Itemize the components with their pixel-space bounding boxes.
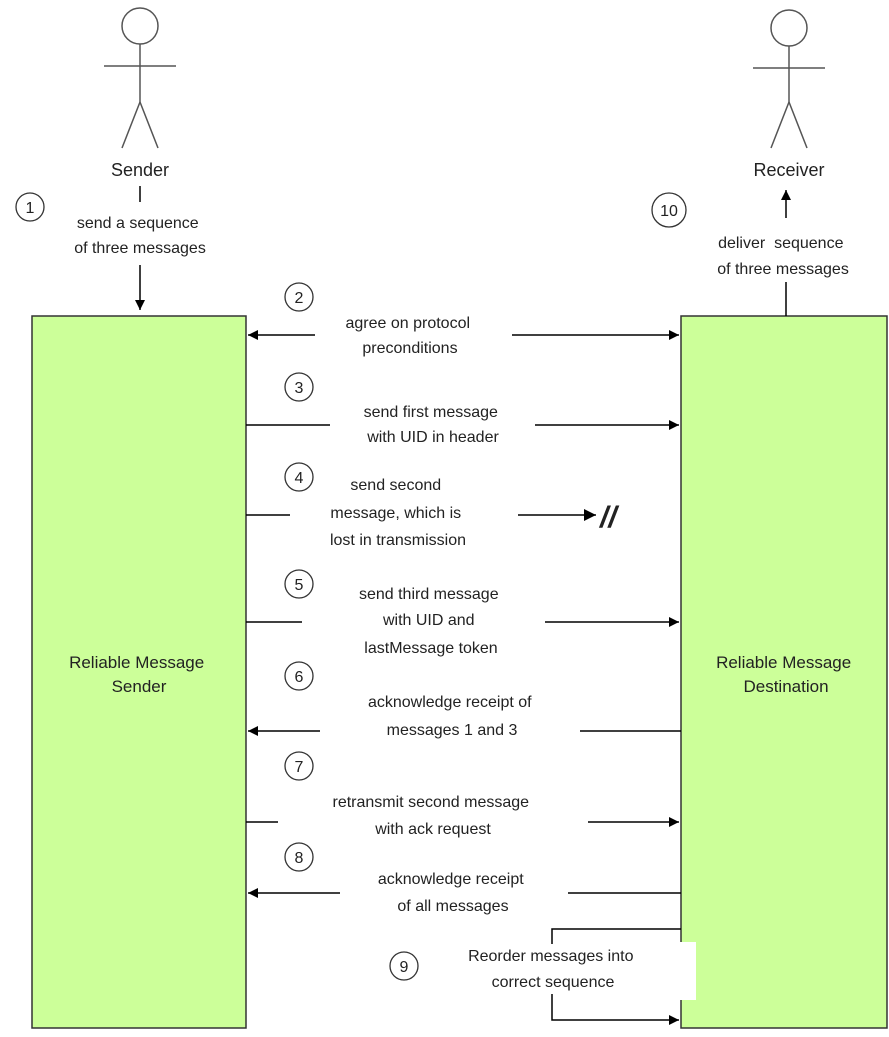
step-4-label: send second message, which is lost in tr… [330,477,466,549]
step-3-number: 3 [295,380,304,397]
destination-box-label: Reliable Message Destination [716,653,856,696]
step-4-number: 4 [295,470,304,487]
step-8-label: acknowledge receipt of all messages [378,871,528,915]
step-9-label-backdrop [666,942,696,1000]
step-3: 3 send first message with UID in header [246,372,679,446]
step-10-label: deliver sequence of three messages [717,235,849,278]
step-1-label: send a sequence of three messages [74,215,206,257]
step-5-number: 5 [295,577,304,594]
lost-message-marker: // [598,501,619,534]
sender-box-label: Reliable Message Sender [69,653,209,696]
reliable-message-sender-box: Reliable Message Sender [31,315,247,1029]
step-10-number-badge [651,192,687,228]
step-9-label: Reorder messages into correct sequence [468,948,638,991]
step-7-number-badge [284,751,314,781]
step-5-number-badge [284,569,314,599]
step-9-number: 9 [400,959,409,976]
step-1-number: 1 [26,200,35,217]
step-2: 2 agree on protocol preconditions [248,282,679,357]
step-1-number-badge [15,192,45,222]
receiver-actor-label: Receiver [753,160,824,180]
step-8: 8 acknowledge receipt of all messages [248,842,681,915]
step-9-number-badge [389,951,419,981]
step-7-number: 7 [295,759,304,776]
step-6-number-badge [284,661,314,691]
step-5-label: send third message with UID and lastMess… [359,586,503,657]
step-2-number-badge [284,282,314,312]
receiver-actor: Receiver [753,9,825,180]
reliable-message-destination-box: Reliable Message Destination [680,315,888,1029]
step-9: 9 Reorder messages into correct sequence [389,928,696,1025]
step-4-number-badge [284,462,314,492]
step-6: 6 acknowledge receipt of messages 1 and … [248,661,681,739]
step-1: 1 send a sequence of three messages [15,186,206,310]
step-8-number-badge [284,842,314,872]
step-7: 7 retransmit second message with ack req… [246,751,679,838]
step-2-number: 2 [295,290,304,307]
receiver-stick-figure-icon [753,9,825,149]
sender-actor: Sender [104,7,176,180]
step-7-label: retransmit second message with ack reque… [333,794,534,838]
step-10: 10 deliver sequence of three messages [651,190,849,316]
step-3-label: send first message with UID in header [364,404,503,446]
sender-actor-label: Sender [111,160,169,180]
sender-stick-figure-icon [104,7,176,149]
step-6-label: acknowledge receipt of messages 1 and 3 [368,694,536,739]
step-5: 5 send third message with UID and lastMe… [246,569,679,657]
step-6-number: 6 [295,669,304,686]
step-4: // 4 send second message, which is lost … [246,462,619,549]
step-8-number: 8 [295,850,304,867]
step-3-number-badge [284,372,314,402]
step-10-number: 10 [660,203,678,220]
step-2-label: agree on protocol preconditions [346,315,475,357]
